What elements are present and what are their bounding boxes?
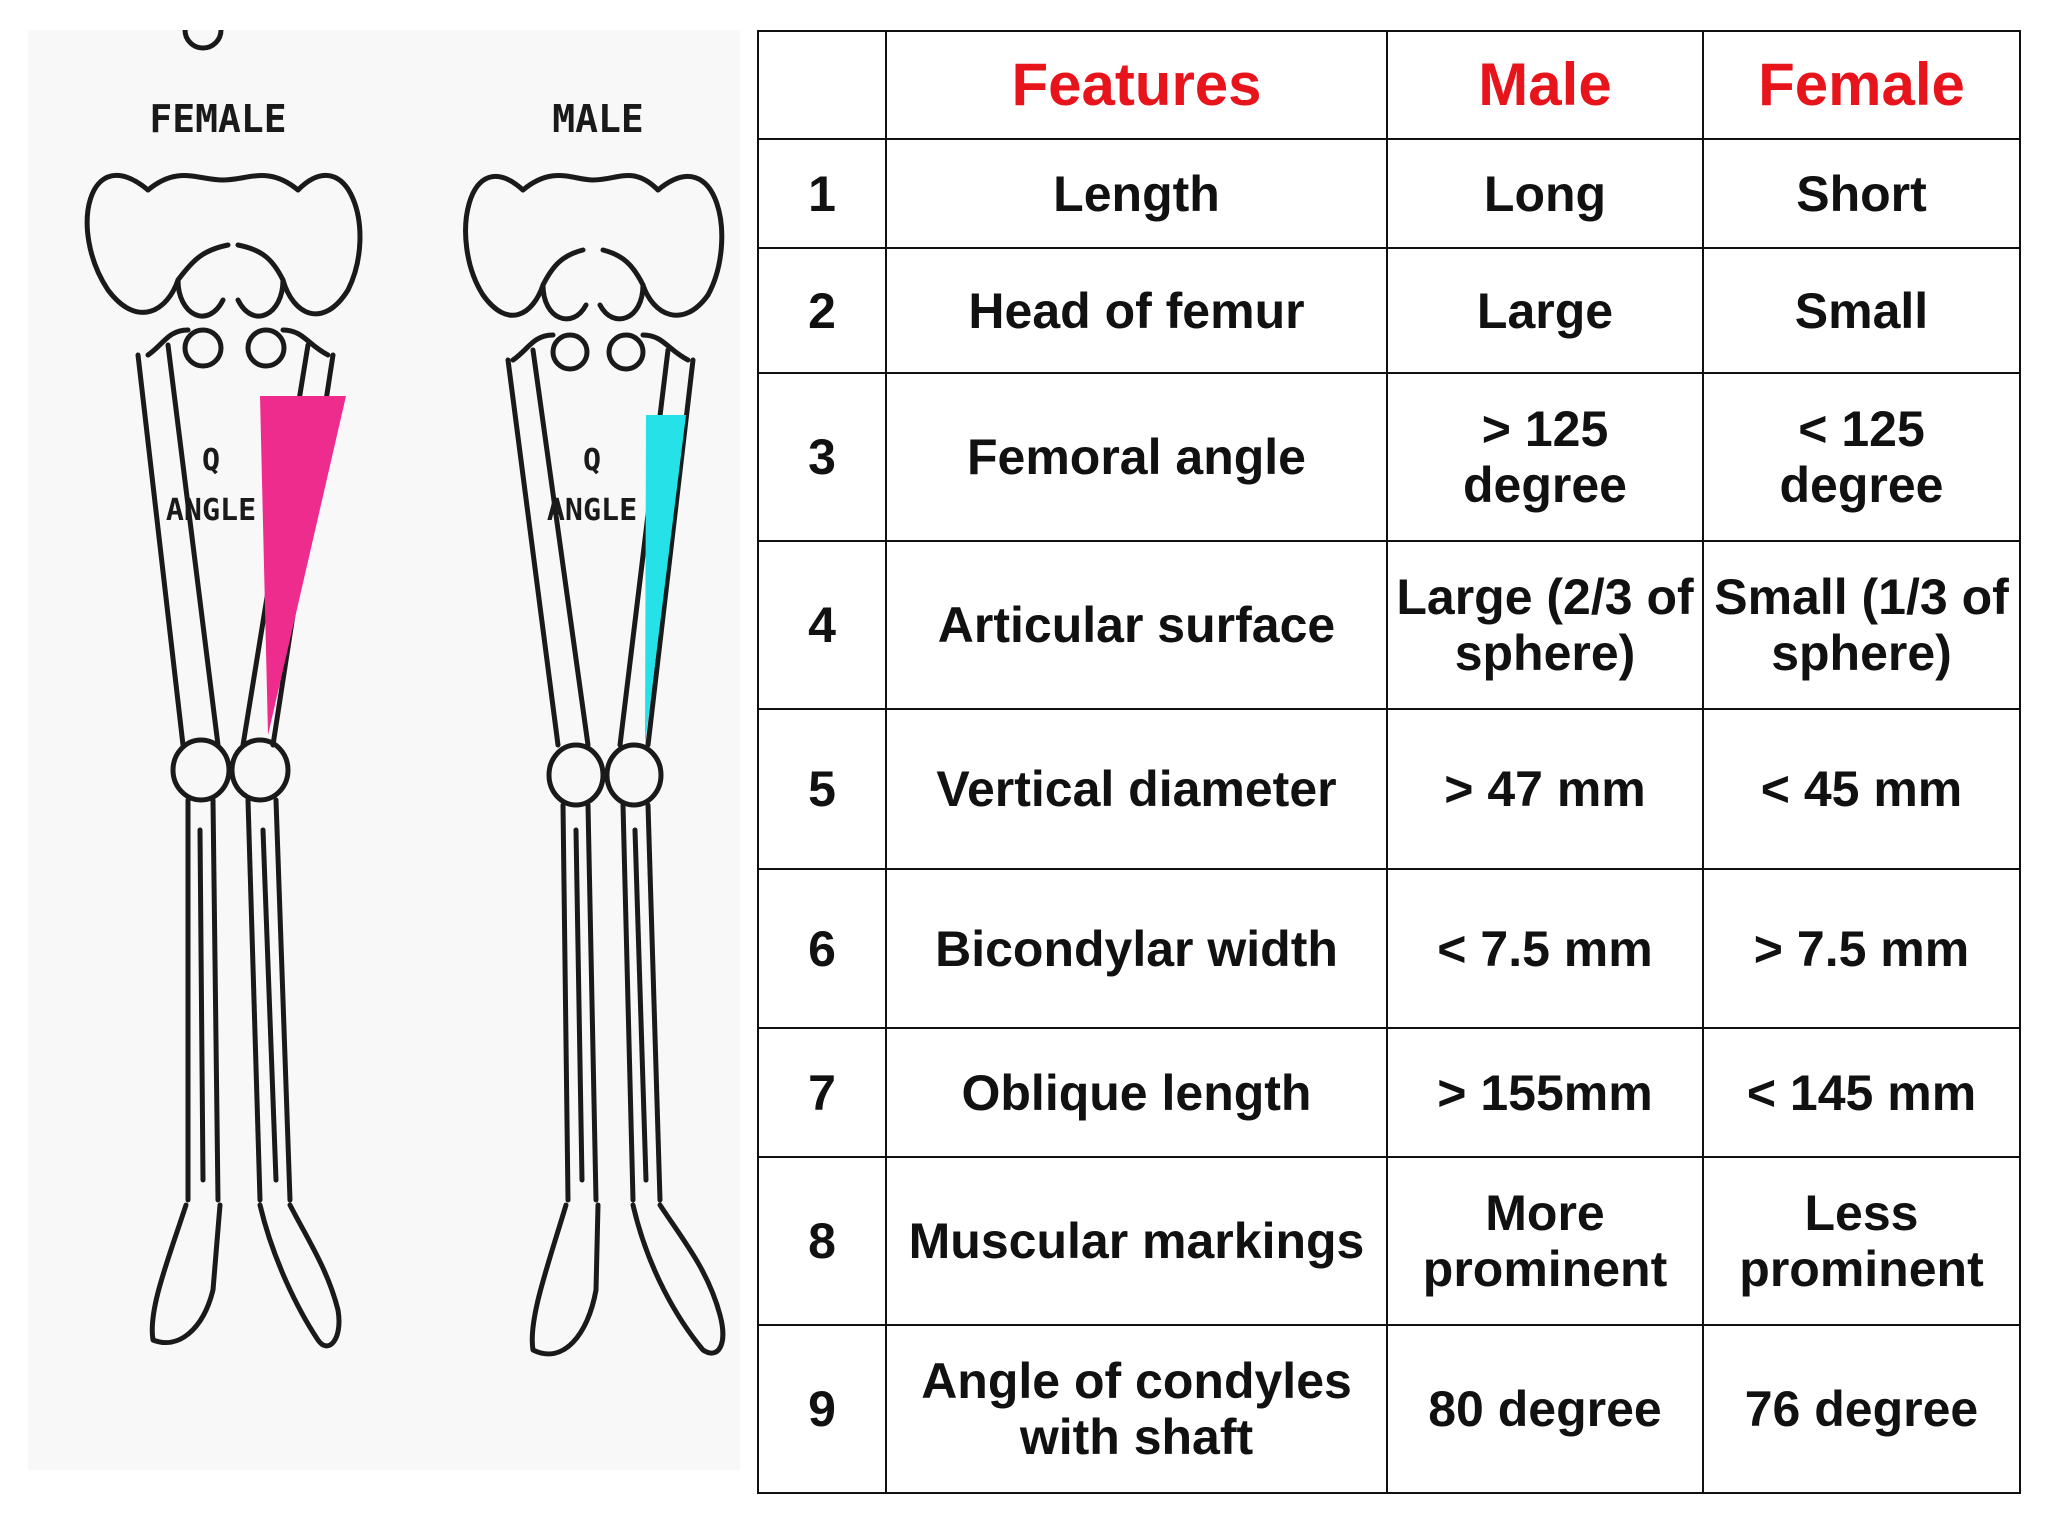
female-cell: < 45 mm: [1702, 708, 2021, 870]
male-cell: < 7.5 mm: [1386, 868, 1704, 1029]
row-number: 5: [757, 708, 887, 870]
row-number: 6: [757, 868, 887, 1029]
male-cell: Large: [1386, 247, 1704, 374]
table-row: 7 Oblique length > 155mm < 145 mm: [757, 1027, 2021, 1158]
male-cell: Long: [1386, 138, 1704, 249]
row-number: 8: [757, 1156, 887, 1326]
female-cell: 76 degree: [1702, 1324, 2021, 1494]
table-row: 4 Articular surface Large (2/3 of sphere…: [757, 540, 2021, 710]
header-female: Female: [1702, 30, 2021, 140]
female-cell: < 145 mm: [1702, 1027, 2021, 1158]
table-row: 9 Angle of condyles with shaft 80 degree…: [757, 1324, 2021, 1494]
male-cell: > 155mm: [1386, 1027, 1704, 1158]
femur-comparison-table: Features Male Female 1 Length Long Short…: [757, 30, 2021, 1494]
row-number: 4: [757, 540, 887, 710]
male-q-angle-triangle: [645, 415, 686, 745]
feature-cell: Articular surface: [885, 540, 1388, 710]
table-row: 3 Femoral angle > 125 degree < 125 degre…: [757, 372, 2021, 542]
table-header-row: Features Male Female: [757, 30, 2021, 140]
female-cell: Small: [1702, 247, 2021, 374]
feature-cell: Length: [885, 138, 1388, 249]
male-cell: Large (2/3 of sphere): [1386, 540, 1704, 710]
feature-cell: Head of femur: [885, 247, 1388, 374]
header-features: Features: [885, 30, 1388, 140]
skeleton-figure: FEMALE MALE Q ANGLE Q ANGLE: [28, 30, 740, 1470]
male-cell: > 47 mm: [1386, 708, 1704, 870]
row-number: 2: [757, 247, 887, 374]
feature-cell: Bicondylar width: [885, 868, 1388, 1029]
feature-cell: Angle of condyles with shaft: [885, 1324, 1388, 1494]
male-cell: > 125 degree: [1386, 372, 1704, 542]
female-label: FEMALE: [149, 97, 286, 141]
male-label: MALE: [552, 97, 644, 141]
header-number: [757, 30, 887, 140]
male-cell: More prominent: [1386, 1156, 1704, 1326]
female-q-label: Q: [202, 443, 220, 478]
table-row: 8 Muscular markings More prominent Less …: [757, 1156, 2021, 1326]
table-row: 6 Bicondylar width < 7.5 mm > 7.5 mm: [757, 868, 2021, 1029]
female-cell: Short: [1702, 138, 2021, 249]
feature-cell: Muscular markings: [885, 1156, 1388, 1326]
feature-cell: Femoral angle: [885, 372, 1388, 542]
row-number: 9: [757, 1324, 887, 1494]
male-q-label: Q: [583, 443, 601, 478]
row-number: 1: [757, 138, 887, 249]
female-angle-label: ANGLE: [166, 493, 256, 528]
female-cell: Small (1/3 of sphere): [1702, 540, 2021, 710]
feature-cell: Vertical diameter: [885, 708, 1388, 870]
female-cell: < 125 degree: [1702, 372, 2021, 542]
male-cell: 80 degree: [1386, 1324, 1704, 1494]
table-row: 5 Vertical diameter > 47 mm < 45 mm: [757, 708, 2021, 870]
lower-limb-illustration: FEMALE MALE Q ANGLE Q ANGLE: [84, 30, 726, 1357]
row-number: 7: [757, 1027, 887, 1158]
feature-cell: Oblique length: [885, 1027, 1388, 1158]
female-cell: Less prominent: [1702, 1156, 2021, 1326]
table-row: 1 Length Long Short: [757, 138, 2021, 249]
male-angle-label: ANGLE: [547, 493, 637, 528]
male-skeleton: [463, 173, 726, 1357]
female-cell: > 7.5 mm: [1702, 868, 2021, 1029]
female-skeleton: [84, 30, 363, 1349]
row-number: 3: [757, 372, 887, 542]
female-q-angle-triangle: [260, 396, 346, 735]
table-row: 2 Head of femur Large Small: [757, 247, 2021, 374]
header-male: Male: [1386, 30, 1704, 140]
